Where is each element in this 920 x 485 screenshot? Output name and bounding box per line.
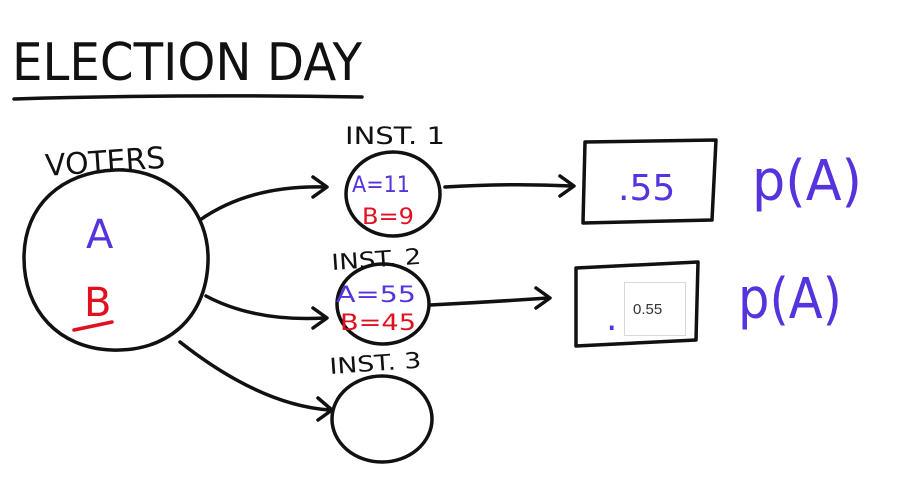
result-box-1 [581, 138, 718, 225]
voters-a-label: A [86, 212, 114, 258]
institute-2-b-count: B=45 [340, 311, 416, 336]
arrowhead-voters-to-inst2 [311, 306, 329, 330]
arrowhead-voters-to-inst1 [311, 175, 329, 199]
result-box-2 [574, 260, 700, 348]
answer-input[interactable] [624, 282, 686, 336]
title-underline [12, 94, 364, 101]
arrow-voters-to-inst3 [178, 340, 332, 412]
arrow-voters-to-inst2 [204, 294, 327, 321]
result-1-value: .55 [618, 168, 675, 209]
voters-b-underline [72, 320, 114, 332]
arrow-voters-to-inst1 [198, 185, 327, 222]
institute-2-a-count: A=55 [336, 283, 416, 308]
institute-1-label: INST. 1 [345, 122, 445, 150]
arrowhead-inst2-to-result [534, 286, 552, 310]
institute-1-circle [344, 150, 442, 238]
probability-label-1: p(A) [752, 149, 862, 214]
voters-b-label: B [84, 280, 111, 326]
institute-1-b-count: B=9 [362, 205, 414, 230]
result-2-value: . [606, 298, 617, 339]
arrowhead-inst1-to-result [558, 174, 576, 198]
arrow-inst2-to-result [428, 296, 550, 307]
page-title: ELECTION DAY [12, 33, 362, 93]
institute-3-label: INST. 3 [329, 349, 423, 380]
institute-3-circle [330, 374, 434, 464]
probability-label-2: p(A) [738, 267, 842, 332]
arrowhead-voters-to-inst3 [316, 396, 334, 422]
institute-1-a-count: A=11 [352, 173, 410, 198]
voters-circle [22, 168, 210, 352]
voters-label: VOTERS [44, 141, 166, 184]
arrow-inst1-to-result [443, 182, 574, 189]
